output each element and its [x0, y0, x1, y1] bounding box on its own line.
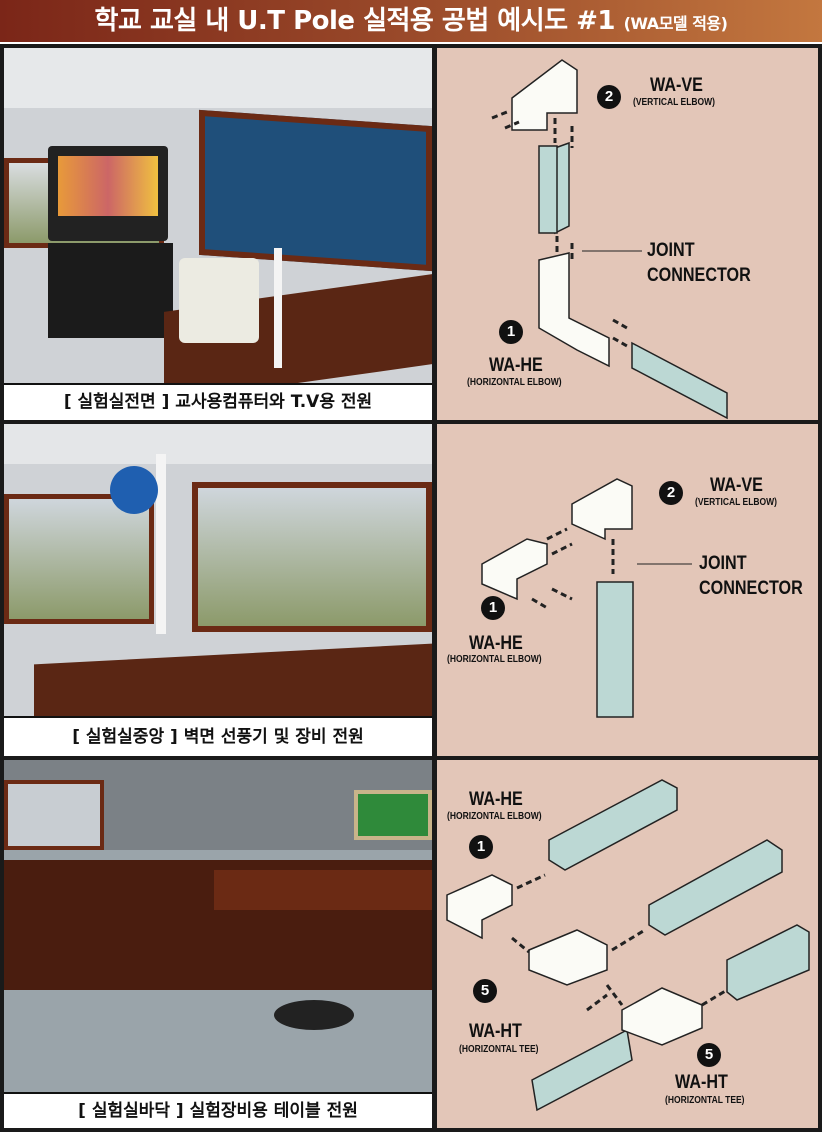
photo-classroom-floor: [ 실험실바닥 ] 실험장비용 테이블 전원	[4, 760, 432, 1128]
window	[192, 482, 432, 632]
caption: [ 실험실바닥 ] 실험장비용 테이블 전원	[4, 1092, 432, 1128]
part-code: WA-HT	[675, 1072, 728, 1093]
green-board	[354, 790, 432, 840]
assembly-drawing	[446, 779, 810, 1112]
wall-fan	[110, 466, 158, 514]
part-description: (HORIZONTAL TEE)	[459, 1044, 539, 1055]
part-description: (HORIZONTAL ELBOW)	[447, 654, 542, 665]
part-number-badge: 2	[597, 85, 621, 109]
title-text: 학교 교실 내 U.T Pole 실적용 공법 예시도 #1	[94, 6, 616, 36]
ut-pole	[156, 454, 166, 634]
tv	[48, 146, 168, 241]
stool	[274, 1000, 354, 1030]
table-top	[214, 870, 432, 910]
caption: [ 실험실중앙 ] 벽면 선풍기 및 장비 전원	[4, 716, 432, 756]
part-description: (HORIZONTAL TEE)	[665, 1095, 745, 1106]
ut-pole	[274, 248, 282, 368]
joint-label: JOINT	[699, 553, 747, 574]
assembly-drawing	[491, 59, 728, 420]
photo-classroom-center: [ 실험실중앙 ] 벽면 선풍기 및 장비 전원	[4, 424, 432, 756]
part-code: WA-VE	[650, 75, 703, 96]
part-number-badge: 1	[499, 320, 523, 344]
diagram-vertical-elbow: 2 WA-VE (VERTICAL ELBOW) JOINT CONNECTOR…	[437, 48, 818, 420]
part-description: (VERTICAL ELBOW)	[695, 497, 778, 508]
caption: [ 실험실전면 ] 교사용컴퓨터와 T.V용 전원	[4, 383, 432, 420]
photo-classroom-front: [ 실험실전면 ] 교사용컴퓨터와 T.V용 전원	[4, 48, 432, 420]
part-description: (HORIZONTAL ELBOW)	[467, 377, 562, 388]
connector-label: CONNECTOR	[699, 578, 803, 599]
part-description: (VERTICAL ELBOW)	[633, 97, 716, 108]
part-description: (HORIZONTAL ELBOW)	[447, 811, 542, 822]
part-number-badge: 2	[659, 481, 683, 505]
window	[4, 494, 154, 624]
diagram-joint-connector: 2 WA-VE (VERTICAL ELBOW) JOINT CONNECTOR…	[437, 424, 818, 756]
ceiling	[4, 424, 432, 464]
part-code: WA-HE	[469, 633, 523, 654]
part-number-badge: 5	[473, 979, 497, 1003]
blackboard	[199, 109, 432, 272]
connector-label: CONNECTOR	[647, 265, 751, 286]
assembly-drawing	[481, 478, 692, 718]
window	[4, 780, 104, 850]
page-title: 학교 교실 내 U.T Pole 실적용 공법 예시도 #1 (WA모델 적용)	[0, 0, 822, 42]
ceiling	[4, 48, 432, 108]
part-number-badge: 1	[469, 835, 493, 859]
title-subtitle: (WA모델 적용)	[623, 14, 728, 33]
part-number-badge: 1	[481, 596, 505, 620]
part-code: WA-HT	[469, 1021, 522, 1042]
joint-label: JOINT	[647, 240, 695, 261]
tv-stand	[48, 243, 173, 338]
part-number-badge: 5	[697, 1043, 721, 1067]
part-code: WA-HE	[469, 789, 523, 810]
part-code: WA-HE	[489, 355, 543, 376]
part-code: WA-VE	[710, 475, 763, 496]
diagram-horizontal-tee: WA-HE (HORIZONTAL ELBOW) 1 5 WA-HT (HORI…	[437, 760, 818, 1128]
computer-monitor	[179, 258, 259, 343]
